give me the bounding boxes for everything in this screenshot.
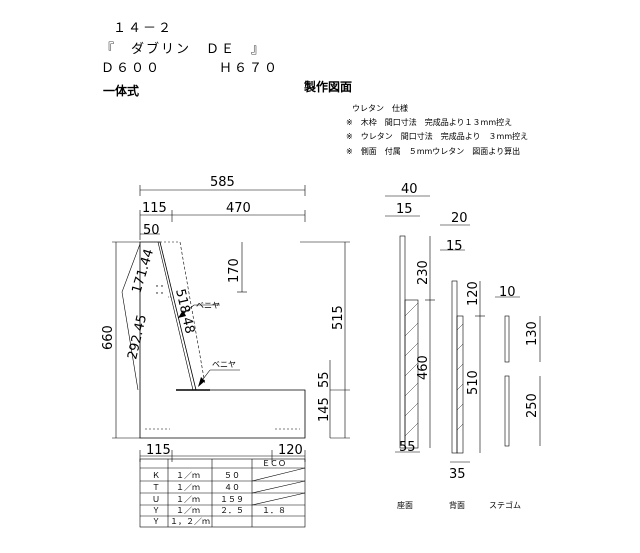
table-row: Ｙ １／ｍ ２．５ １．８	[152, 506, 286, 515]
table-eco-header: ＥＣＯ	[262, 459, 286, 468]
svg-text:Ｕ: Ｕ	[152, 495, 160, 504]
part-label-seat: 座面	[397, 500, 413, 510]
part-label-back: 背面	[449, 500, 465, 510]
back-urethane	[456, 315, 464, 454]
table-row: Ｔ １／ｍ ４０	[152, 483, 240, 492]
dim-115-bottom: 115	[146, 443, 171, 458]
dim-292-45: 292.45	[125, 313, 150, 361]
dim-171-44: 171.44	[129, 247, 157, 295]
table-row: Ｋ １／ｍ ５０	[152, 471, 240, 480]
dim-15-b: 15	[446, 239, 463, 254]
size-height: Ｈ６７０	[219, 61, 280, 76]
model-type: 一体式	[103, 84, 140, 98]
svg-text:１／ｍ: １／ｍ	[176, 506, 200, 515]
svg-text:１，２／ｍ: １，２／ｍ	[170, 517, 210, 526]
model-name: 『 ダブリン ＤＥ 』	[101, 42, 267, 57]
svg-text:Ｔ: Ｔ	[152, 483, 160, 492]
veneer-label: ベニヤ	[212, 360, 236, 369]
svg-text:１／ｍ: １／ｍ	[176, 471, 200, 480]
dim-510: 510	[466, 370, 481, 395]
notes-heading: ウレタン 仕様	[352, 104, 408, 113]
dim-515: 515	[331, 305, 346, 330]
dim-250: 250	[525, 393, 540, 418]
dim-20: 20	[451, 211, 468, 226]
dim-115-top: 115	[142, 201, 167, 216]
veneer-arrow	[178, 310, 186, 318]
dim-518-48: 518.48	[172, 288, 197, 336]
dim-120-bottom: 120	[278, 443, 303, 458]
seat-board	[399, 235, 406, 449]
dim-460: 460	[416, 355, 431, 380]
dim-585: 585	[210, 175, 235, 190]
dim-660: 660	[101, 325, 116, 350]
dim-10: 10	[499, 285, 516, 300]
note-line: ※ 木枠 間口寸法 完成品より１３mm控え	[346, 118, 513, 127]
svg-text:４０: ４０	[224, 483, 240, 492]
svg-text:２．５: ２．５	[220, 506, 244, 515]
model-code: １４－２	[113, 21, 174, 36]
stem-upper	[504, 315, 510, 363]
dim-55: 55	[317, 371, 332, 388]
dim-55-seat: 55	[399, 440, 416, 455]
drawing-title: 製作図面	[304, 80, 353, 94]
dim-40: 40	[401, 182, 418, 197]
svg-text:１．８: １．８	[262, 506, 286, 515]
note-line: ※ 側面 付属 ５mmウレタン 図面より算出	[346, 147, 521, 156]
dim-120-back: 120	[466, 281, 481, 306]
svg-text:１／ｍ: １／ｍ	[176, 483, 200, 492]
part-label-stem: ステゴム	[489, 500, 521, 510]
dim-35: 35	[449, 467, 466, 482]
seat-urethane	[404, 299, 419, 449]
stem-lower	[504, 375, 510, 447]
dim-130: 130	[525, 321, 540, 346]
veneer-arrow	[198, 377, 205, 387]
dim-145: 145	[317, 397, 332, 422]
dim-470: 470	[226, 201, 251, 216]
size-depth: Ｄ６００	[101, 61, 162, 76]
note-line: ※ ウレタン 間口寸法 完成品より ３mm控え	[346, 132, 529, 141]
dim-230: 230	[416, 260, 431, 285]
svg-text:１５９: １５９	[220, 495, 244, 504]
table-row: Ｕ １／ｍ １５９	[152, 495, 244, 504]
back-board	[451, 280, 458, 454]
svg-text:Ｙ: Ｙ	[152, 506, 160, 515]
svg-text:５０: ５０	[224, 471, 240, 480]
dim-15-a: 15	[396, 202, 413, 217]
svg-text:１／ｍ: １／ｍ	[176, 495, 200, 504]
svg-text:Ｙ: Ｙ	[152, 517, 160, 526]
dim-170: 170	[227, 258, 242, 283]
table-row: Ｙ １，２／ｍ	[152, 517, 210, 526]
dim-50: 50	[143, 223, 160, 238]
veneer-label: ベニヤ	[196, 301, 220, 310]
svg-text:Ｋ: Ｋ	[152, 471, 160, 480]
